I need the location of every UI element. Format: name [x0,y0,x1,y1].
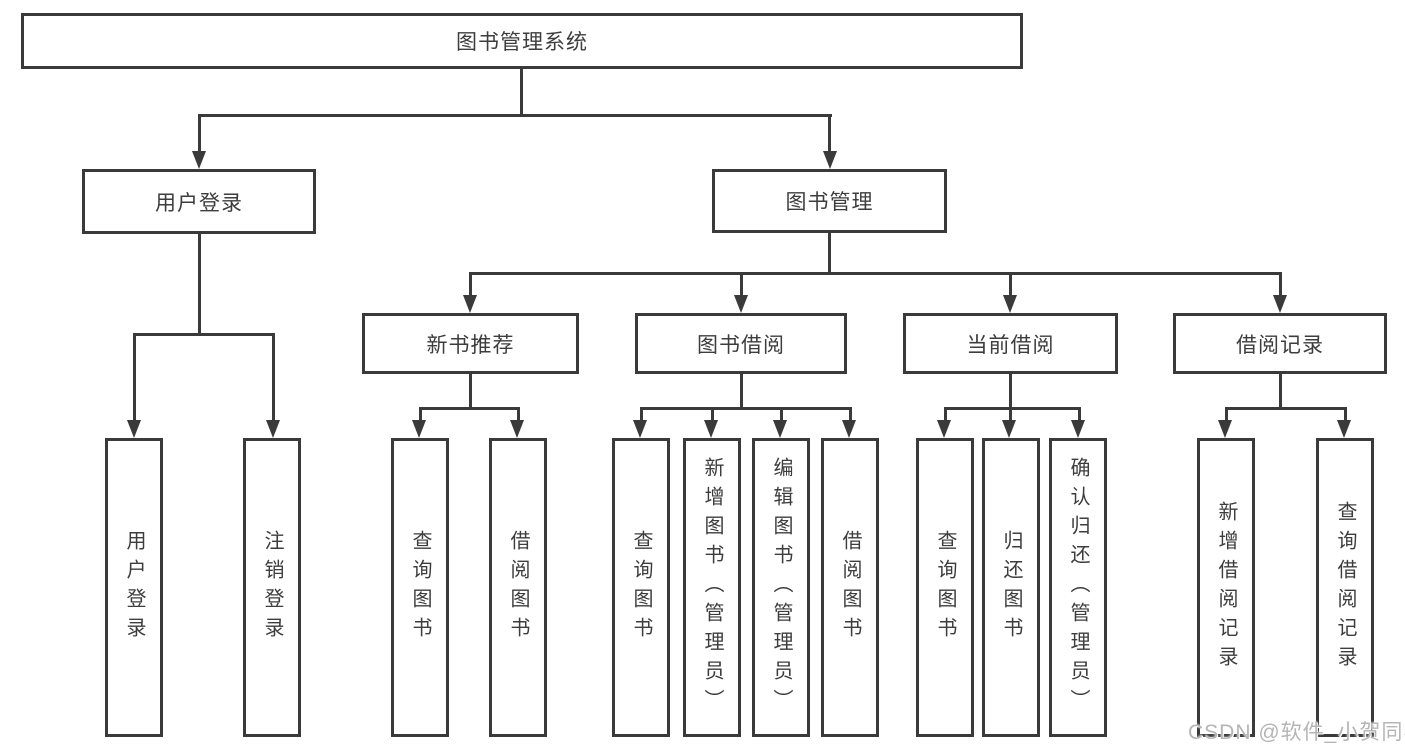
node-new-book-recommend: 新书推荐 [362,313,579,374]
arrow-down-icon [1218,420,1232,438]
connector-vline [133,333,136,422]
node-label: 图书借阅 [697,333,785,357]
connector-hline [1225,407,1347,410]
arrow-down-icon [127,420,141,438]
connector-vline [1279,272,1282,297]
arrow-down-icon [1337,420,1351,438]
connector-vline [517,407,520,422]
connector-vline [520,69,523,116]
arrow-down-icon [192,151,206,169]
leaf-label: 编辑图书（管理员） [770,457,792,718]
arrow-down-icon [1071,420,1085,438]
arrow-down-icon [510,420,524,438]
node-borrowing-records: 借阅记录 [1173,313,1387,374]
leaf-return-books: 归还图书 [982,438,1040,737]
arrow-down-icon [633,420,647,438]
leaf-label: 查询图书 [934,529,956,646]
arrow-down-icon [1003,295,1017,313]
node-user-login: 用户登录 [82,169,316,234]
leaf-label: 查询借阅记录 [1334,500,1356,675]
leaf-label: 查询图书 [630,529,652,646]
connector-hline [133,333,275,336]
connector-hline [469,272,1282,275]
leaf-edit-books-admin: 编辑图书（管理员） [752,438,810,737]
leaf-logout: 注销登录 [243,438,301,737]
leaf-confirm-return-admin: 确认归还（管理员） [1049,438,1107,737]
arrow-down-icon [773,420,787,438]
connector-hline [944,407,1080,410]
leaf-borrow-books: 借阅图书 [821,438,879,737]
leaf-add-borrow-record: 新增借阅记录 [1197,438,1255,737]
leaf-query-books-current: 查询图书 [916,438,974,737]
arrow-down-icon [937,420,951,438]
leaf-label: 新增借阅记录 [1215,500,1237,675]
leaf-query-books-recommend: 查询图书 [391,438,449,737]
connector-vline [272,333,275,422]
connector-vline [198,114,201,153]
leaf-label: 用户登录 [123,529,145,646]
arrow-down-icon [463,295,477,313]
connector-vline [640,407,643,422]
leaf-query-borrow-record: 查询借阅记录 [1316,438,1374,737]
node-label: 新书推荐 [426,333,515,357]
arrow-down-icon [734,295,748,313]
connector-vline [1344,407,1347,422]
node-label: 用户登录 [155,191,243,215]
connector-hline [640,407,851,410]
connector-vline [198,234,201,335]
arrow-down-icon [1273,295,1287,313]
arrow-down-icon [1002,420,1016,438]
node-book-management: 图书管理 [712,169,947,233]
node-label: 借阅记录 [1236,333,1324,357]
connector-vline [469,374,472,410]
connector-vline [1078,407,1081,422]
node-label: 图书管理 [785,191,874,214]
connector-vline [1009,374,1012,410]
connector-hline [198,114,832,117]
arrow-down-icon [704,420,718,438]
connector-vline [1279,374,1282,410]
arrow-down-icon [266,420,280,438]
leaf-label: 注销登录 [261,529,283,646]
arrow-down-icon [412,420,426,438]
leaf-label: 归还图书 [1000,529,1022,646]
leaf-label: 确认归还（管理员） [1067,457,1089,718]
connector-vline [711,407,714,422]
node-root-label: 图书管理系统 [456,31,588,54]
arrow-down-icon [823,151,837,169]
node-label: 当前借阅 [966,333,1055,357]
connector-hline [419,407,520,410]
connector-vline [740,374,743,410]
connector-vline [1009,272,1012,297]
leaf-borrow-books-recommend: 借阅图书 [489,438,547,737]
leaf-label: 查询图书 [409,529,431,646]
connector-vline [944,407,947,422]
node-current-borrowing: 当前借阅 [903,313,1118,374]
connector-vline [1009,407,1012,422]
leaf-label: 借阅图书 [839,529,861,646]
connector-vline [828,114,831,153]
connector-vline [469,272,472,297]
connector-vline [419,407,422,422]
leaf-query-books-borrowing: 查询图书 [612,438,670,737]
leaf-label: 新增图书（管理员） [701,457,723,718]
leaf-user-login: 用户登录 [105,438,163,737]
connector-vline [828,233,831,275]
connector-vline [1225,407,1228,422]
connector-vline [740,272,743,297]
leaf-add-books-admin: 新增图书（管理员） [683,438,741,737]
node-book-borrowing: 图书借阅 [635,313,847,374]
connector-vline [780,407,783,422]
node-root: 图书管理系统 [21,13,1023,69]
leaf-label: 借阅图书 [507,529,529,646]
csdn-watermark: CSDN @软件_小贺同学 [1188,721,1405,744]
arrow-down-icon [842,420,856,438]
connector-vline [849,407,852,422]
